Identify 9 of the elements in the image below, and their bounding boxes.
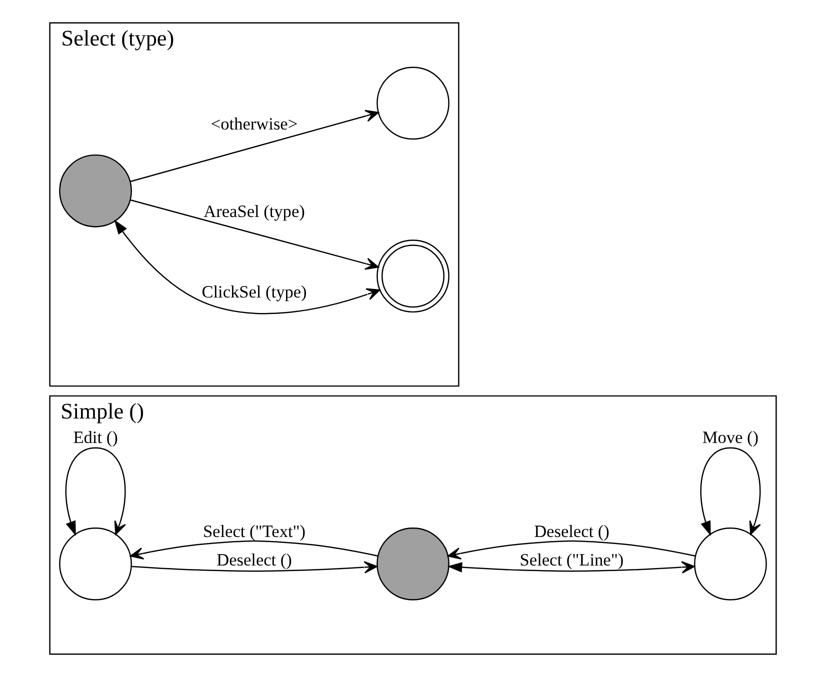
edge-label: Select ("Line") — [520, 550, 624, 570]
edge-label: Deselect () — [216, 550, 292, 570]
edge-label: <otherwise> — [210, 114, 298, 134]
edge-label: Deselect () — [534, 522, 610, 542]
edge-label: Edit () — [73, 428, 118, 448]
edge-label: Move () — [702, 428, 759, 448]
edge-label: AreaSel (type) — [204, 202, 305, 222]
edge-label: Select ("Text") — [202, 522, 306, 542]
edge-label: ClickSel (type) — [202, 282, 307, 302]
